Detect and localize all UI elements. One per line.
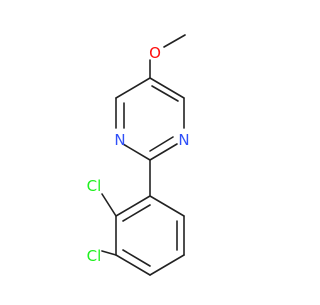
bond-ph4-ph5-double — [122, 249, 151, 267]
bond-n3-c2 — [149, 143, 178, 161]
bond-c5-c4-double — [151, 85, 179, 102]
chlorine-upper-label: Cl — [87, 177, 102, 195]
bond-c6-c5 — [115, 77, 151, 99]
bond-methyl-oxygen — [163, 34, 186, 48]
bond-ph6-ph1 — [115, 195, 151, 217]
bond-c2-n1 — [122, 143, 151, 161]
bond-ph6-ph1-double — [122, 204, 151, 222]
bond-ph4-ph5 — [115, 254, 151, 276]
structure-canvas: O N N Cl Cl — [87, 34, 190, 276]
bond-c5-c4 — [149, 77, 185, 99]
nitrogen-right-label: N — [178, 131, 189, 149]
bond-n3-c2-double — [149, 136, 174, 152]
nitrogen-left-label: N — [114, 131, 125, 149]
bond-ph5-cl-lower — [101, 250, 117, 256]
bond-ph6-cl-upper — [101, 193, 117, 217]
bond-ph3-ph4 — [149, 254, 185, 276]
molecule-diagram: O N N Cl Cl — [87, 34, 190, 276]
bond-ph1-ph2 — [149, 195, 185, 217]
oxygen-label: O — [149, 44, 161, 62]
chlorine-lower-label: Cl — [87, 247, 102, 265]
